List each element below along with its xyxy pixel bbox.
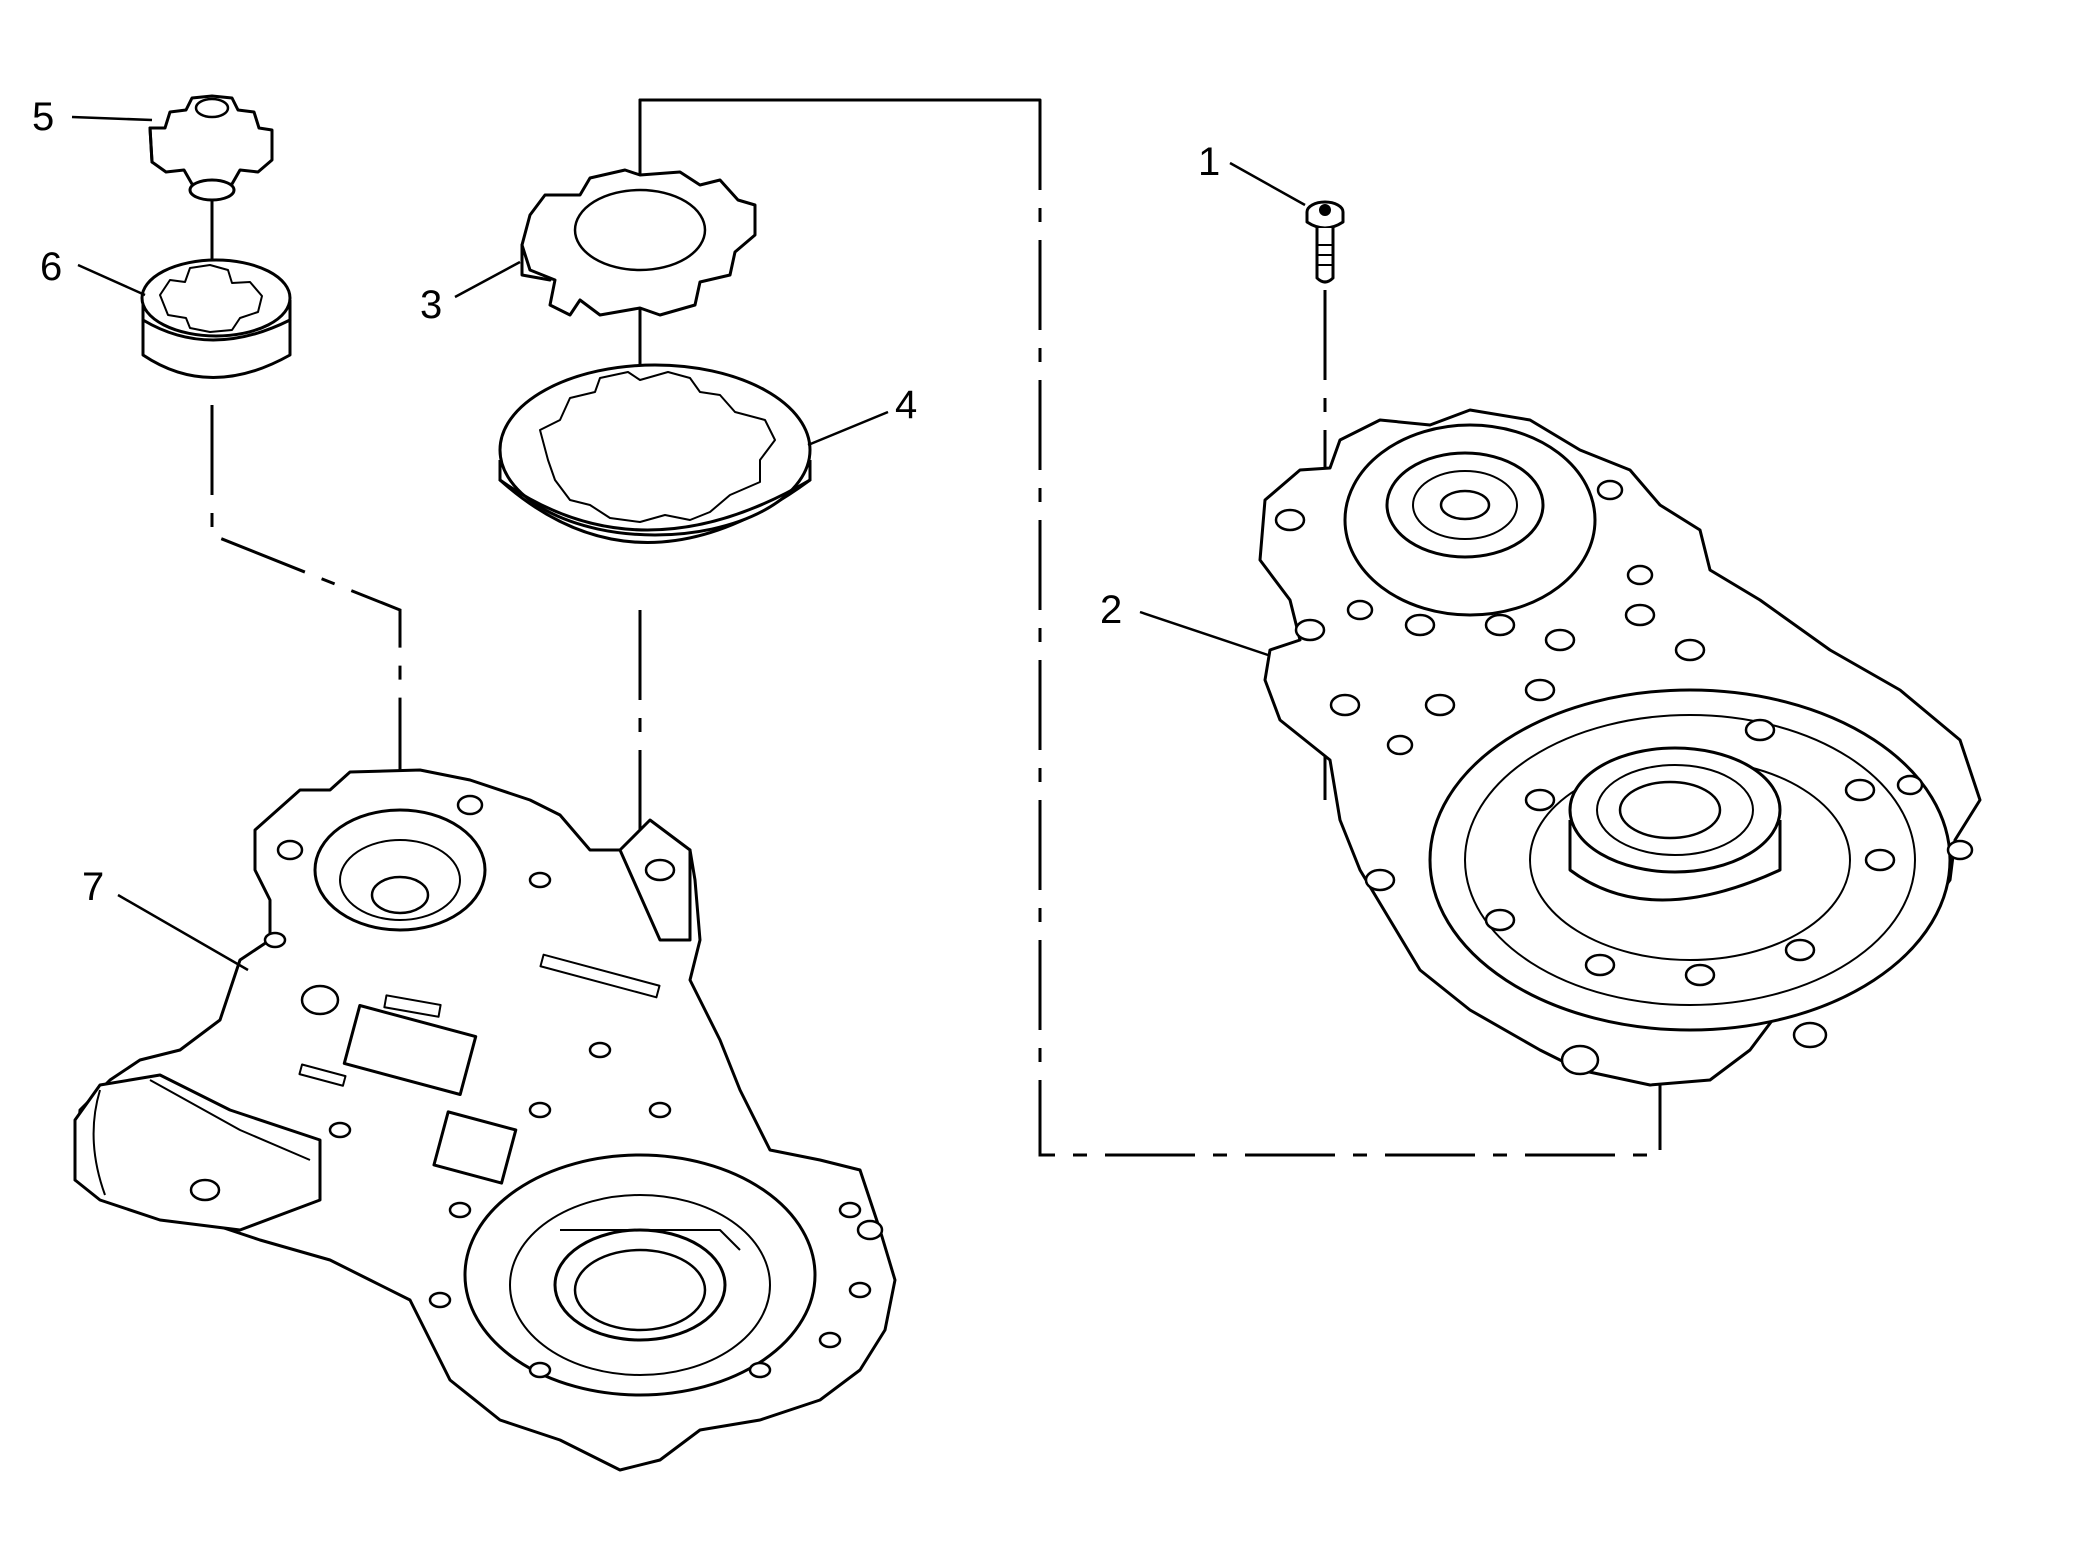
callout-5: 5	[32, 95, 54, 139]
callout-1: 1	[1198, 140, 1220, 184]
callout-3: 3	[420, 283, 442, 327]
align-bracket-side	[1038, 100, 1662, 1157]
outer-ring-part-4	[498, 363, 812, 544]
callout-2: 2	[1100, 588, 1122, 632]
align-line-6-7	[210, 405, 402, 915]
leader-2	[1139, 610, 1269, 657]
leader-4	[807, 410, 889, 447]
callout-4: 4	[895, 383, 917, 427]
leader-1	[1229, 161, 1306, 207]
inner-rotor-part-6	[140, 258, 292, 379]
callout-labels: 1 2 3 4 5 6 7	[32, 95, 1220, 909]
leader-6	[77, 263, 146, 297]
pump-body-part-7	[73, 768, 897, 1472]
callout-7: 7	[82, 865, 104, 909]
leader-7	[117, 893, 249, 972]
callout-6: 6	[40, 245, 62, 289]
leader-5	[71, 115, 153, 122]
leader-lines	[71, 115, 1306, 972]
drive-gear-part-5	[148, 94, 274, 202]
leader-3	[454, 260, 521, 299]
bolt-part-1	[1305, 200, 1345, 284]
cover-part-2	[1258, 408, 1982, 1087]
outer-gear-part-3	[520, 168, 757, 317]
